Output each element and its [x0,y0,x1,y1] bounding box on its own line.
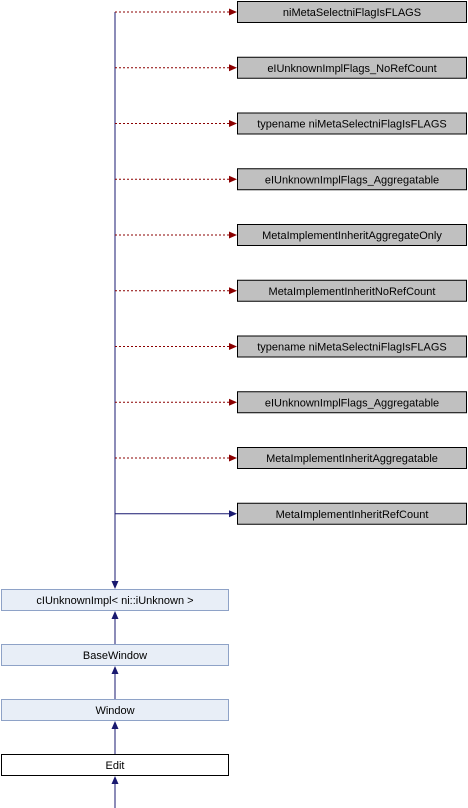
class-label: Window [95,705,134,717]
template-param-node-typename-nimetaselectniflagisflags: typename niMetaSelectniFlagIsFLAGS [237,112,467,135]
param-edge-arrowhead [229,120,237,127]
template-param-label: MetaImplementInheritAggregateOnly [262,230,442,242]
template-param-node-eiunknownimplflags-norefcount: eIUnknownImplFlags_NoRefCount [237,56,467,79]
class-node-ciunknownimpl-ni-iunknown[interactable]: cIUnknownImpl< ni::iUnknown > [1,589,229,611]
template-param-node-metaimplementinheritnorefcount: MetaImplementInheritNoRefCount [237,279,467,302]
param-edge-arrowhead [229,175,237,183]
param-edge-arrowhead [229,8,237,16]
template-param-node-metaimplementinheritaggregateonly: MetaImplementInheritAggregateOnly [237,224,467,246]
class-node-basewindow[interactable]: BaseWindow [1,644,229,666]
template-param-label: typename niMetaSelectniFlagIsFLAGS [257,119,447,131]
hierarchy-edge-arrowhead [111,721,119,729]
template-param-node-nimetaselectniflagisflags: niMetaSelectniFlagIsFLAGS [237,1,467,23]
param-edge-arrowhead [229,64,237,72]
class-label: BaseWindow [83,650,147,662]
template-param-label: MetaImplementInheritRefCount [276,509,429,521]
trunk-arrowhead [111,581,119,589]
param-edge-arrowhead [229,231,237,239]
template-param-label: niMetaSelectniFlagIsFLAGS [283,7,421,19]
template-param-node-eiunknownimplflags-aggregatable: eIUnknownImplFlags_Aggregatable [237,391,467,414]
template-param-label: eIUnknownImplFlags_Aggregatable [265,174,439,186]
param-edge-arrowhead [229,454,237,462]
hierarchy-edge-arrowhead [111,666,119,674]
template-param-label: typename niMetaSelectniFlagIsFLAGS [257,342,447,354]
class-label: cIUnknownImpl< ni::iUnknown > [36,595,193,607]
hierarchy-edge-arrowhead [111,611,119,619]
template-param-node-eiunknownimplflags-aggregatable: eIUnknownImplFlags_Aggregatable [237,168,467,191]
template-param-label: MetaImplementInheritNoRefCount [269,286,436,298]
template-param-label: eIUnknownImplFlags_NoRefCount [267,63,436,75]
param-edge-arrowhead [229,343,237,350]
edges [111,8,237,808]
class-node-edit: Edit [1,754,229,776]
template-param-label: MetaImplementInheritAggregatable [266,453,438,465]
template-param-node-metaimplementinheritaggregatable: MetaImplementInheritAggregatable [237,447,467,469]
template-param-label: eIUnknownImplFlags_Aggregatable [265,397,439,409]
param-edge-arrowhead [229,287,237,295]
template-param-node-typename-nimetaselectniflagisflags: typename niMetaSelectniFlagIsFLAGS [237,335,467,358]
hierarchy-edge-arrowhead [111,776,119,784]
class-node-window[interactable]: Window [1,699,229,721]
template-param-node-metaimplementinheritrefcount: MetaImplementInheritRefCount [237,502,467,525]
param-edge-arrowhead [229,510,237,518]
class-label: Edit [106,760,125,772]
param-edge-arrowhead [229,398,237,406]
